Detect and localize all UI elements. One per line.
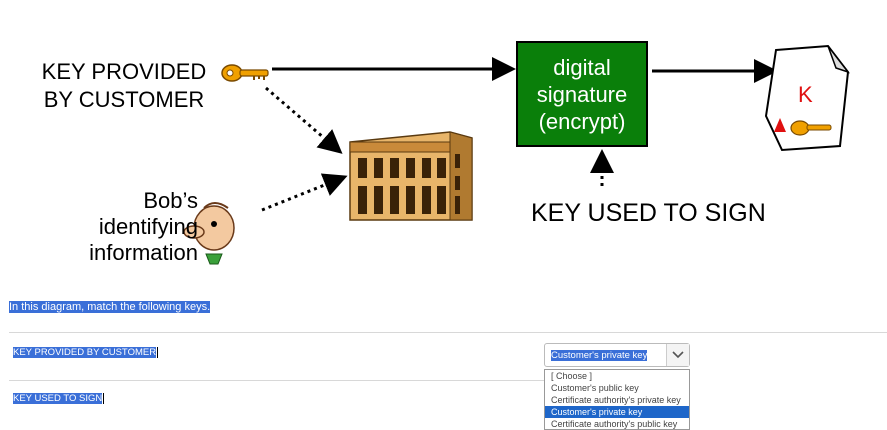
- dotted-arrow-key-to-bank: [265, 86, 343, 154]
- selected-option-value: Customer's private key: [551, 350, 648, 361]
- option-customer-public-key[interactable]: Customer's public key: [551, 383, 639, 393]
- dotted-arrow-bob-to-bank: [261, 173, 348, 212]
- options-listbox[interactable]: [ Choose ] Customer's public key Certifi…: [544, 369, 690, 430]
- question-label-key-provided: KEY PROVIDED BY CUSTOMER: [13, 347, 159, 359]
- question-label-key-used: KEY USED TO SIGN: [13, 393, 105, 405]
- option-ca-public-key[interactable]: Certificate authority's public key: [551, 419, 678, 429]
- key-provided-label: KEY PROVIDED BY CUSTOMER: [41, 59, 207, 112]
- key-icon: [221, 64, 269, 82]
- bob-face-icon: [183, 202, 235, 265]
- answer-select-key-provided[interactable]: Customer's private key: [544, 343, 690, 367]
- digital-signature-box: digital signature (encrypt): [516, 41, 648, 147]
- option-ca-private-key[interactable]: Certificate authority's private key: [551, 395, 681, 405]
- signed-document-icon: K: [764, 44, 851, 152]
- quiz-instruction: In this diagram, match the following key…: [9, 301, 211, 313]
- chevron-down-icon[interactable]: [666, 344, 689, 366]
- bank-building-icon: [349, 131, 473, 221]
- option-customer-private-key[interactable]: Customer's private key: [545, 406, 689, 418]
- option-choose[interactable]: [ Choose ]: [551, 371, 593, 381]
- diagram-graphic: K: [183, 44, 851, 265]
- document-letter: K: [798, 82, 813, 107]
- divider: [9, 380, 544, 381]
- bob-info-label: Bob’s identifying information: [89, 188, 198, 265]
- divider: [9, 332, 887, 333]
- key-used-label: KEY USED TO SIGN: [531, 199, 766, 227]
